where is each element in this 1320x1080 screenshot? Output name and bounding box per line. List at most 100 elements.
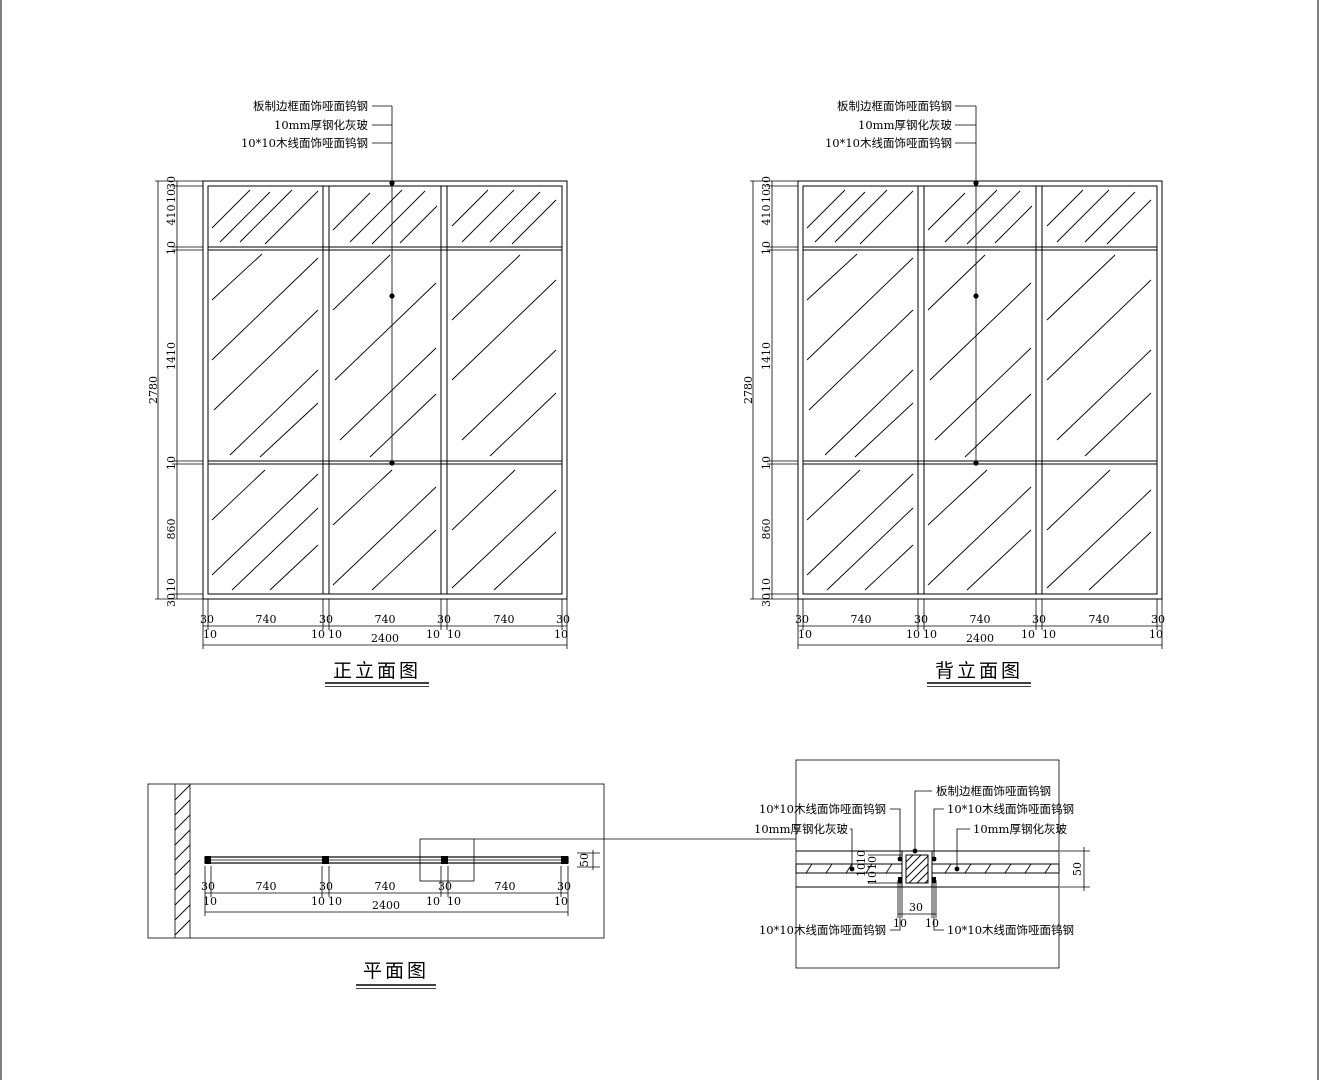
back-elevation-frame: [797, 180, 1163, 600]
back-annotation-glass: 10mm厚钢化灰玻: [858, 118, 952, 132]
front-leader-lines: [372, 105, 395, 466]
detail-dim-side-2: 10: [866, 856, 879, 870]
plan-dim-h-4: 30: [438, 880, 452, 893]
back-elevation: 板制边框面饰哑面钨钢 10mm厚钢化灰玻 10*10木线面饰哑面钨钢 2780 …: [742, 99, 1165, 687]
back-dim-hb-1: 10: [906, 628, 920, 641]
back-dim-hb-4: 10: [1042, 628, 1056, 641]
detail-dim-thickness: 50: [1071, 862, 1084, 876]
plan-dim-h-5: 740: [495, 880, 516, 893]
detail-dim-bottom-right: 10: [925, 917, 939, 930]
back-dim-hb-5: 10: [1149, 628, 1163, 641]
back-dim-v-7: 10: [760, 578, 773, 592]
front-dim-v-1: 10: [165, 189, 178, 203]
plan-dim-h-1: 740: [256, 880, 277, 893]
plan-horizontal-dimension-lines: [204, 866, 569, 916]
back-dim-v-6: 860: [760, 519, 773, 540]
front-dim-v-0: 30: [165, 176, 178, 190]
back-dim-v-5: 10: [760, 456, 773, 470]
front-dim-height-total: 2780: [147, 376, 160, 404]
detail-dim-side-0: 10: [855, 850, 868, 864]
plan-dim-width-total: 2400: [372, 899, 400, 912]
front-annotation-glass: 10mm厚钢化灰玻: [274, 118, 368, 132]
detail-label-trim-upper-left: 10*10木线面饰哑面钨钢: [759, 802, 886, 816]
back-dim-width-total: 2400: [966, 632, 994, 645]
plan-thickness-dimension-lines: [577, 850, 600, 870]
front-annotation-trim: 10*10木线面饰哑面钨钢: [241, 136, 368, 150]
back-dim-h-0: 30: [795, 613, 809, 626]
back-dim-v-8: 30: [760, 593, 773, 607]
front-annotation-frame: 板制边框面饰哑面钨钢: [253, 99, 368, 113]
front-dim-v-6: 860: [165, 519, 178, 540]
front-horizontal-dimension-lines: [202, 599, 568, 649]
front-dim-h-1: 740: [256, 613, 277, 626]
back-dim-v-1: 10: [760, 189, 773, 203]
plan-dim-h-6: 30: [557, 880, 571, 893]
detail-dim-side-1: 10: [855, 863, 868, 877]
detail-dim-frame-width: 30: [909, 901, 923, 914]
back-dim-v-4: 1410: [760, 342, 773, 370]
detail-frame-profile: [898, 850, 936, 888]
plan-dim-hb-1: 10: [311, 895, 325, 908]
front-dim-h-2: 30: [319, 613, 333, 626]
front-dim-v-2: 410: [165, 205, 178, 226]
plan-dim-hb-0: 10: [203, 895, 217, 908]
detail-label-glass-left: 10mm厚钢化灰玻: [754, 822, 848, 836]
back-annotation-frame: 板制边框面饰哑面钨钢: [837, 99, 952, 113]
back-dim-v-3: 10: [760, 241, 773, 255]
plan-dim-h-3: 740: [375, 880, 396, 893]
back-dim-h-3: 740: [970, 613, 991, 626]
plan-border: [147, 783, 605, 939]
front-dim-hb-5: 10: [554, 628, 568, 641]
back-dim-v-2: 410: [760, 205, 773, 226]
detail-label-glass-right: 10mm厚钢化灰玻: [973, 822, 1067, 836]
front-glass-reflection-hatch: [211, 189, 557, 591]
front-dim-hb-3: 10: [426, 628, 440, 641]
plan-detail-callout-box: [419, 838, 475, 882]
front-dim-h-6: 30: [556, 613, 570, 626]
back-dim-h-6: 30: [1151, 613, 1165, 626]
front-dim-v-8: 30: [165, 593, 178, 607]
front-dim-hb-4: 10: [447, 628, 461, 641]
floor-plan: 50 30 740 30 740 30 740 30 10 10 10 10 1…: [147, 783, 796, 989]
front-dim-h-0: 30: [200, 613, 214, 626]
back-dim-hb-2: 10: [923, 628, 937, 641]
front-dim-h-5: 740: [494, 613, 515, 626]
back-dim-h-4: 30: [1032, 613, 1046, 626]
detail-label-trim-lower-left: 10*10木线面饰哑面钨钢: [759, 923, 886, 937]
front-elevation-title: 正立面图: [333, 660, 421, 682]
plan-dim-thickness: 50: [578, 853, 591, 867]
detail-label-frame: 板制边框面饰哑面钨钢: [936, 784, 1051, 798]
detail-dimension-lines: [868, 847, 1090, 918]
front-dim-hb-0: 10: [203, 628, 217, 641]
front-dim-h-4: 30: [437, 613, 451, 626]
detail-label-trim-upper-right: 10*10木线面饰哑面钨钢: [947, 802, 1074, 816]
back-dim-h-5: 740: [1089, 613, 1110, 626]
plan-dim-h-0: 30: [201, 880, 215, 893]
back-dim-height-total: 2780: [742, 376, 755, 404]
back-elevation-title: 背立面图: [935, 660, 1023, 682]
plan-dim-hb-3: 10: [426, 895, 440, 908]
front-dim-v-4: 1410: [165, 342, 178, 370]
plan-title: 平面图: [363, 960, 429, 982]
plan-wall-hatch: [174, 784, 191, 938]
plan-partition: [204, 856, 569, 864]
back-dim-h-2: 30: [914, 613, 928, 626]
back-horizontal-dimension-lines: [797, 599, 1163, 649]
plan-dim-h-2: 30: [319, 880, 333, 893]
plan-dim-hb-4: 10: [447, 895, 461, 908]
back-vertical-dimension-lines: [750, 180, 798, 600]
front-dim-hb-2: 10: [328, 628, 342, 641]
detail-label-trim-lower-right: 10*10木线面饰哑面钨钢: [947, 923, 1074, 937]
front-elevation-frame: [202, 180, 568, 600]
node-detail: 板制边框面饰哑面钨钢 10*10木线面饰哑面钨钢 10mm厚钢化灰玻 10*10…: [754, 759, 1090, 969]
back-dim-h-1: 740: [851, 613, 872, 626]
back-dim-hb-3: 10: [1021, 628, 1035, 641]
front-dim-v-5: 10: [165, 456, 178, 470]
back-leader-lines: [955, 105, 979, 466]
detail-dim-side-3: 10: [866, 871, 879, 885]
back-dim-v-0: 30: [760, 176, 773, 190]
front-dim-v-3: 10: [165, 241, 178, 255]
back-dim-hb-0: 10: [798, 628, 812, 641]
front-dim-width-total: 2400: [371, 632, 399, 645]
